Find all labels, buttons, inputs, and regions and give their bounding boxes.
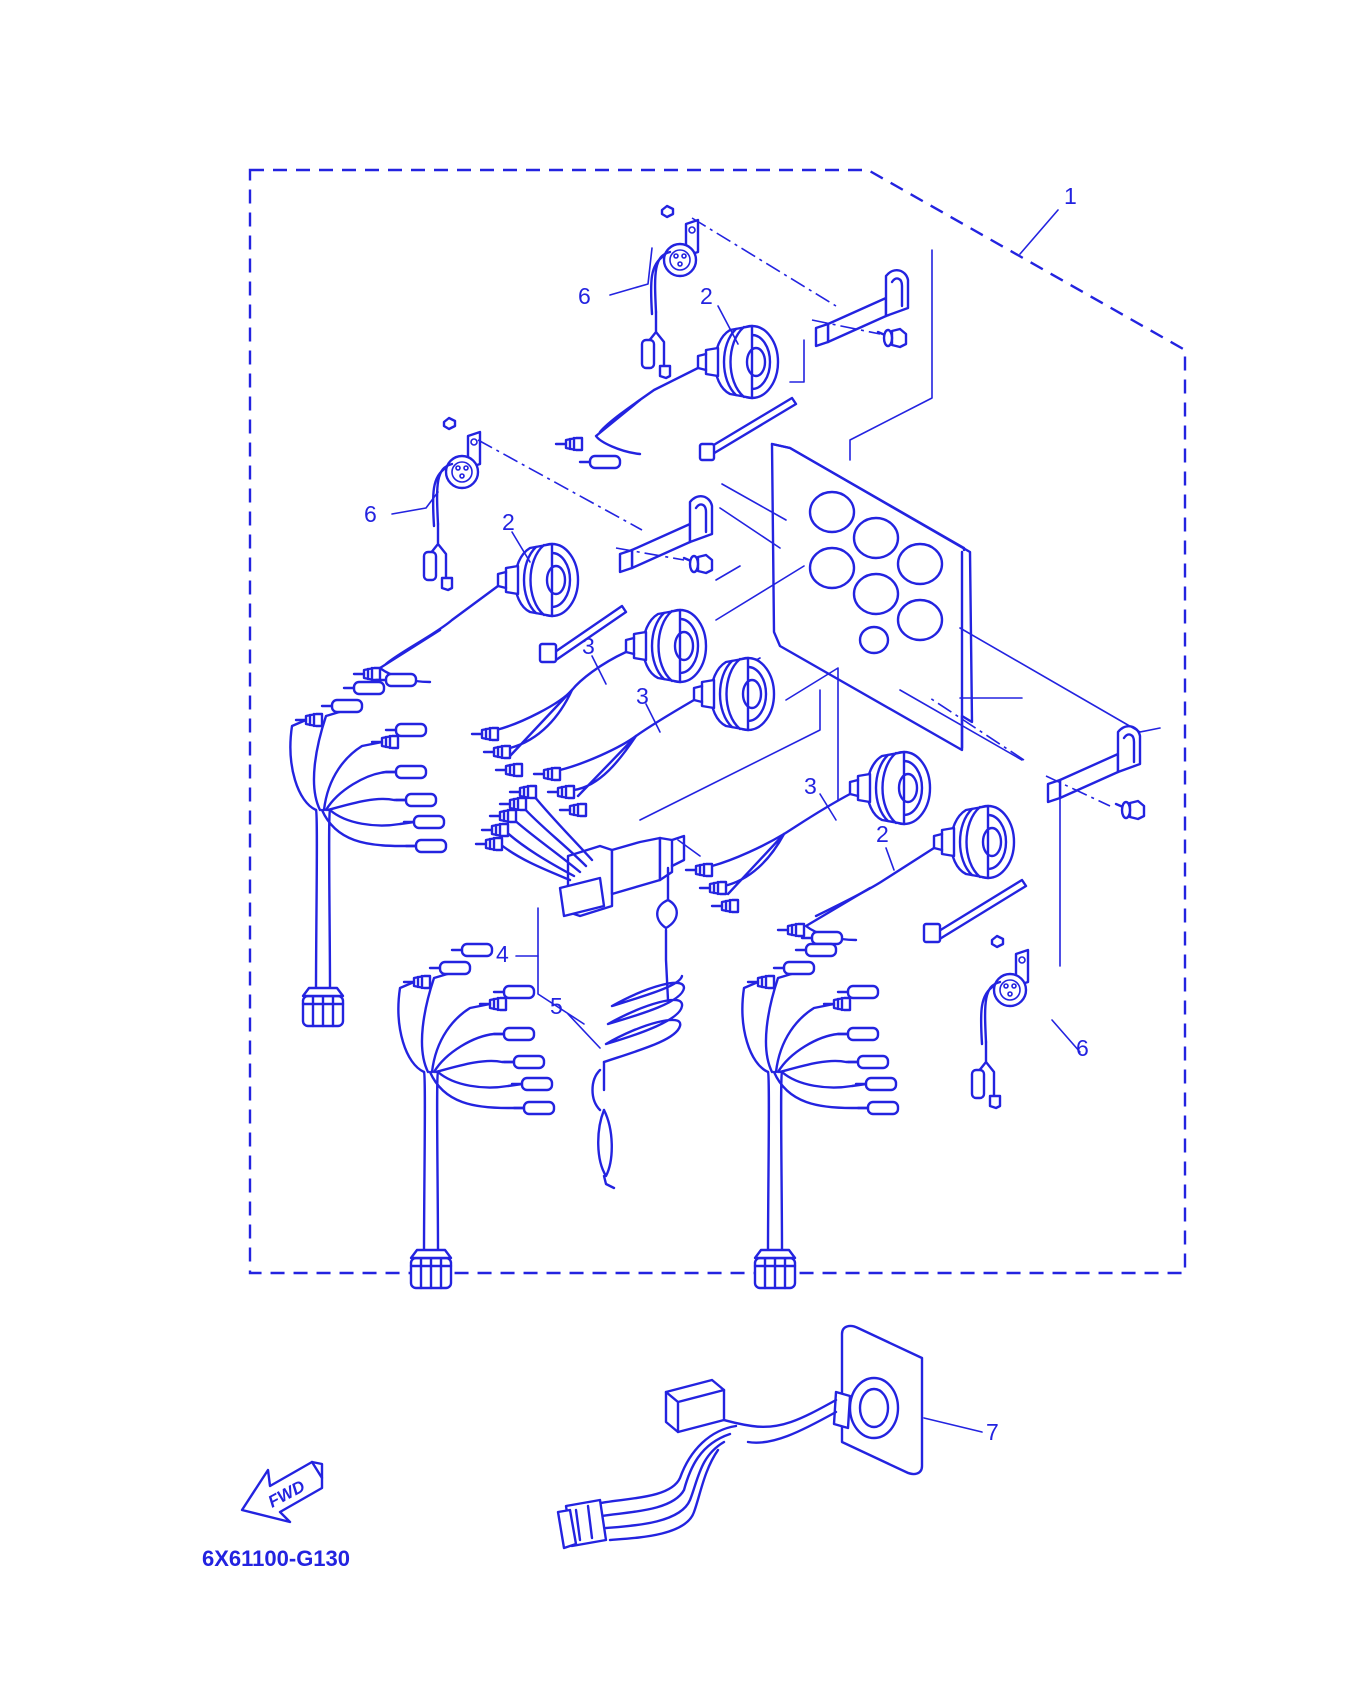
adapter-harness-icon: [556, 1324, 924, 1550]
gauge-icon: [624, 608, 708, 684]
callout-3-first: 3: [582, 633, 595, 659]
harness-connector-icon: [398, 944, 554, 1288]
coiled-lanyard-icon: [591, 866, 686, 1190]
gauge-icon: [496, 542, 580, 618]
callout-4: 4: [496, 941, 509, 967]
callout-1: 1: [1064, 183, 1077, 209]
callout-3-second: 3: [636, 683, 649, 709]
harness-connector-icon: [742, 944, 898, 1288]
callout-6-middle: 6: [364, 501, 377, 527]
bolt-icon: [1114, 799, 1146, 821]
gauge-icon: [848, 750, 932, 826]
switch-icon: [474, 689, 821, 918]
bolt-icon: [876, 327, 908, 349]
callout-6-upper: 6: [578, 283, 591, 309]
sender-unit-icon: [422, 416, 482, 592]
assembly-outline: [248, 168, 1187, 1275]
leader-1: [1019, 209, 1059, 255]
gauge-panel-icon: [770, 442, 974, 752]
harness-connector-icon: [290, 682, 446, 1026]
callout-6-lower: 6: [1076, 1035, 1089, 1061]
gauge-icon: [696, 324, 780, 400]
sender-unit-icon: [970, 934, 1030, 1110]
mounting-bracket-icon: [1046, 725, 1142, 804]
callout-2-lower: 2: [876, 821, 889, 847]
callout-3-third: 3: [804, 773, 817, 799]
fwd-arrow-icon: FWD: [240, 1460, 324, 1524]
leader-7: [923, 1417, 983, 1433]
part-code: 6X61100-G130: [202, 1546, 350, 1571]
callout-5: 5: [550, 993, 563, 1019]
gauge-icon: [932, 804, 1016, 880]
callout-2-middle: 2: [502, 509, 515, 535]
callout-7: 7: [986, 1419, 999, 1445]
sender-unit-icon: [640, 204, 700, 380]
callout-2-upper: 2: [700, 283, 713, 309]
bolt-icon: [682, 553, 714, 575]
gauge-icon: [692, 656, 776, 732]
